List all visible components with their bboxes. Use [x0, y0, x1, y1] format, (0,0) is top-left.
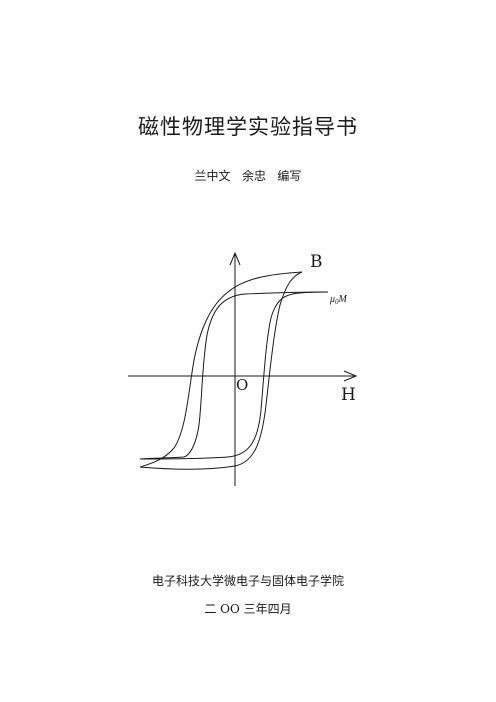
mu0m-loop-curve-return — [139, 291, 329, 460]
b-axis-arrowhead — [229, 251, 241, 266]
document-institution: 电子科技大学微电子与固体电子学院 — [151, 574, 344, 588]
b-h-loop-curve-return — [139, 271, 303, 470]
mu0m-label-sub: 0 — [335, 298, 339, 306]
mu0m-label-m: M — [338, 294, 348, 305]
origin-label: O — [236, 376, 248, 394]
document-date: 二 OO 三年四月 — [204, 602, 292, 616]
h-axis-arrowhead — [343, 370, 358, 382]
document-title: 磁性物理学实验指导书 — [138, 115, 358, 139]
mu0m-loop-curve — [139, 291, 329, 460]
b-axis-label: B — [310, 252, 323, 272]
b-h-loop-curve — [139, 271, 303, 468]
mu0m-label-mu: μ — [329, 294, 335, 305]
document-authors: 兰中文 余忠 编写 — [194, 169, 302, 183]
mu0m-label: μ0M — [329, 294, 348, 306]
h-axis-label: H — [341, 385, 356, 405]
